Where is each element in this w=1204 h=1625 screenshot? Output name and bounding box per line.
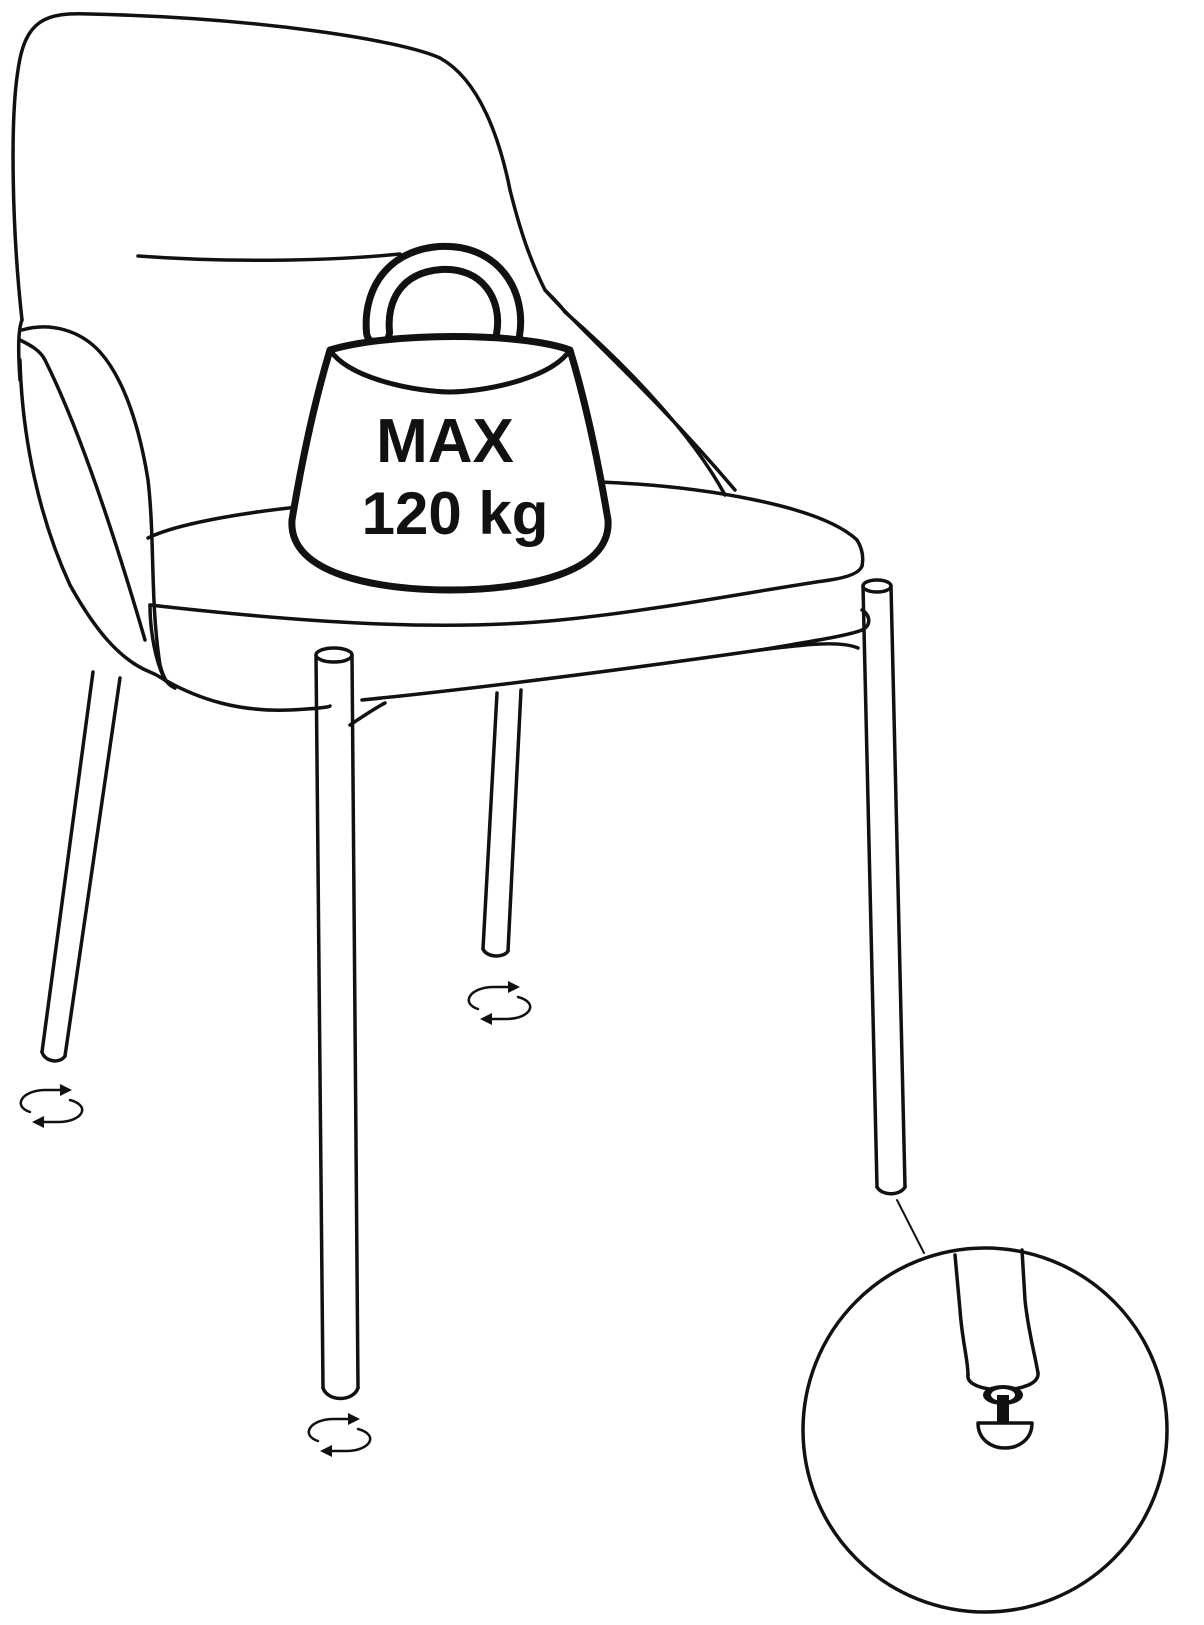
rotate-icon-back-left	[21, 1084, 82, 1128]
rotate-arrow-bottom	[332, 1429, 370, 1451]
chair-legs	[42, 580, 905, 1399]
detail-magnifier-icon	[803, 1200, 1167, 1612]
rotate-arrow-bottom	[492, 997, 530, 1019]
weight-label-max: MAX	[376, 407, 514, 476]
rotate-arrow-top	[469, 987, 508, 1009]
rotate-arrow-top	[21, 1090, 60, 1112]
rotate-arrow-top	[309, 1419, 348, 1441]
rotate-arrowhead-bottom	[32, 1116, 44, 1128]
rotate-arrowhead-top	[60, 1084, 72, 1096]
rotate-icon-front-left	[309, 1413, 370, 1457]
rotate-arrowhead-top	[348, 1413, 360, 1425]
weight-label-capacity: 120 kg	[362, 480, 549, 547]
rotate-arrowhead-top	[508, 981, 520, 993]
rotate-arrow-bottom	[44, 1100, 82, 1122]
rotate-arrowhead-bottom	[320, 1445, 332, 1457]
rotate-icon-back-right	[469, 981, 530, 1025]
rotate-arrowhead-bottom	[480, 1013, 492, 1025]
